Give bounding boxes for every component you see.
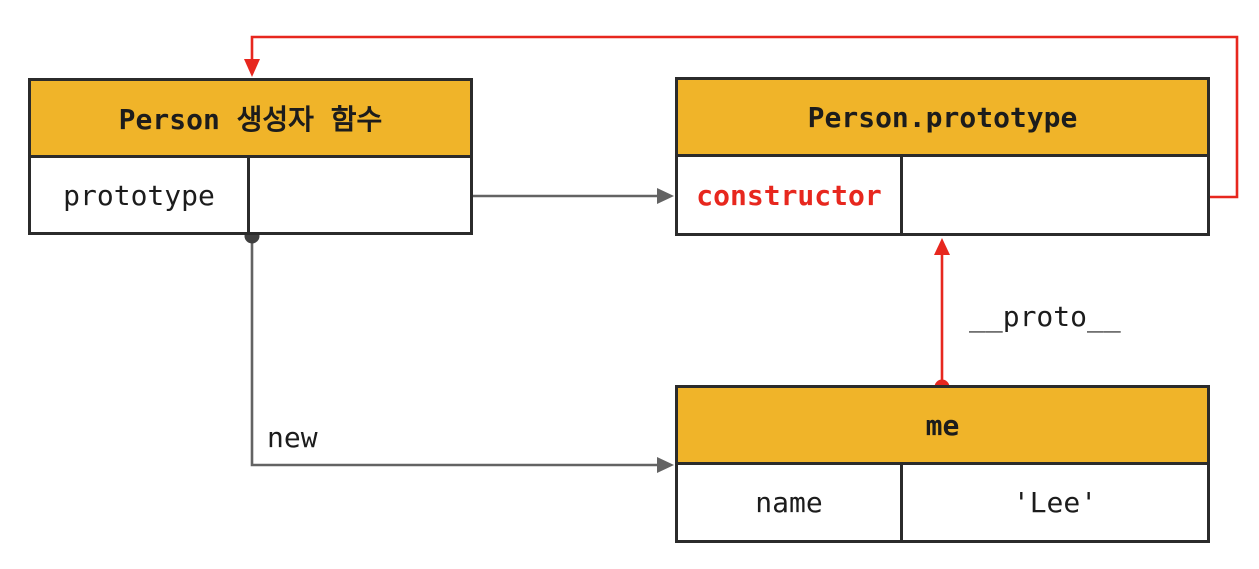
prototype-key-cell: prototype <box>31 158 250 232</box>
prototype-value-cell <box>250 158 470 232</box>
new-operator-label: new <box>267 421 318 454</box>
person-prototype-title: Person.prototype <box>678 80 1207 157</box>
person-constructor-box: Person 생성자 함수 prototype <box>28 78 473 235</box>
proto-link-arrow <box>934 238 950 395</box>
person-constructor-title: Person 생성자 함수 <box>31 81 470 158</box>
person-prototype-box: Person.prototype constructor <box>675 77 1210 236</box>
proto-link-label: __proto__ <box>969 300 1121 333</box>
me-instance-row: name 'Lee' <box>678 465 1207 540</box>
name-value-cell: 'Lee' <box>1012 486 1098 519</box>
constructor-value-cell <box>903 157 1207 233</box>
person-prototype-row: constructor <box>678 157 1207 233</box>
name-key-cell: name <box>678 465 903 540</box>
me-instance-box: me name 'Lee' <box>675 385 1210 543</box>
person-constructor-row: prototype <box>31 158 470 232</box>
constructor-key-cell: constructor <box>678 157 903 233</box>
me-instance-title: me <box>678 388 1207 465</box>
